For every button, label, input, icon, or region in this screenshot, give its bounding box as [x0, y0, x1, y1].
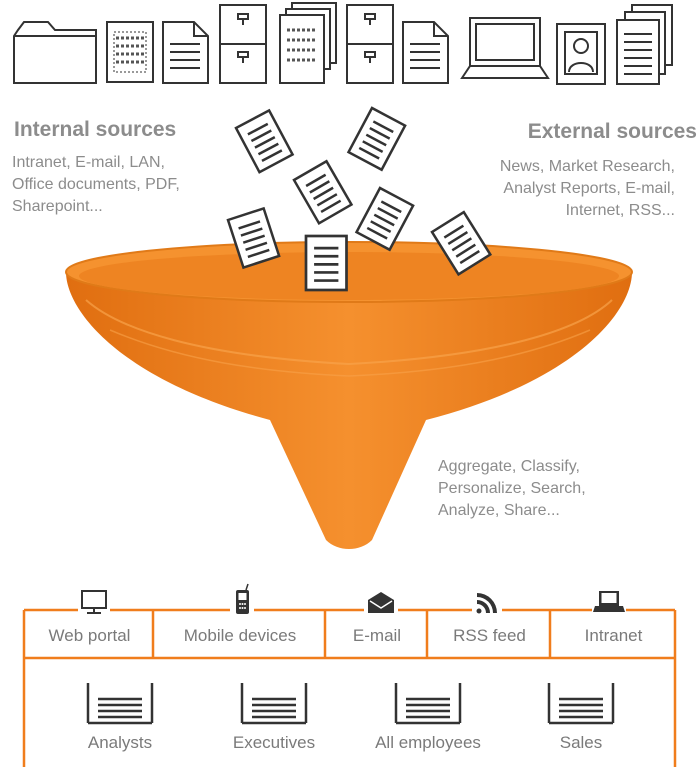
channel-mobile-devices: Mobile devices [183, 626, 297, 645]
file-cabinet-icon [346, 4, 394, 84]
processing-line: Aggregate, Classify, [438, 458, 580, 475]
external-sources-line: News, Market Research, [499, 158, 675, 175]
falling-document [304, 234, 348, 292]
internal-sources-line: Sharepoint... [12, 198, 103, 215]
channel-rss-feed: RSS feed [453, 626, 526, 645]
channel-intranet: Intranet [584, 626, 643, 645]
distribution-frame [22, 608, 677, 767]
internal-sources-title: Internal sources [14, 118, 177, 141]
internal-sources-line: Intranet, E-mail, LAN, [12, 154, 165, 171]
external-sources-list: News, Market Research, Analyst Reports, … [500, 156, 675, 222]
falling-document [292, 160, 353, 225]
external-sources-line: Analyst Reports, E-mail, [503, 180, 675, 197]
document-tray-icon [240, 681, 308, 725]
document-tray-icon [86, 681, 154, 725]
text-document-icon [402, 21, 449, 84]
audience-sales: Sales [559, 733, 603, 752]
internal-sources-line: Office documents, PDF, [12, 176, 180, 193]
file-cabinet-icon [219, 4, 267, 84]
channel-email: E-mail [352, 626, 402, 645]
processing-line: Analyze, Share... [438, 502, 560, 519]
text-document-icon [162, 21, 209, 84]
document-tray-icon [394, 681, 462, 725]
audience-executives: Executives [232, 733, 316, 752]
laptop-icon [593, 591, 625, 612]
computer-monitor-icon [460, 17, 550, 79]
binary-document-icon [106, 21, 154, 83]
funnel [65, 241, 633, 549]
person-id-card-icon [556, 23, 606, 85]
falling-document [234, 109, 294, 174]
external-sources-title: External sources [527, 120, 697, 143]
document-tray-icon [547, 681, 615, 725]
falling-document [355, 186, 415, 252]
audience-all-employees: All employees [375, 733, 481, 752]
document-stack-icon [616, 4, 673, 85]
folder-icon [13, 21, 97, 84]
processing-line: Personalize, Search, [438, 480, 586, 497]
processing-steps: Aggregate, Classify, Personalize, Search… [438, 456, 586, 522]
envelope-icon [368, 592, 394, 613]
audience-analysts: Analysts [87, 733, 153, 752]
channel-web-portal: Web portal [48, 626, 131, 645]
binary-document-stack-icon [279, 2, 337, 84]
rss-icon [476, 593, 497, 614]
falling-document [347, 106, 407, 172]
monitor-icon [81, 590, 107, 614]
internal-sources-list: Intranet, E-mail, LAN, Office documents,… [12, 152, 180, 218]
external-sources-line: Internet, RSS... [565, 202, 675, 219]
mobile-phone-icon [236, 583, 249, 614]
